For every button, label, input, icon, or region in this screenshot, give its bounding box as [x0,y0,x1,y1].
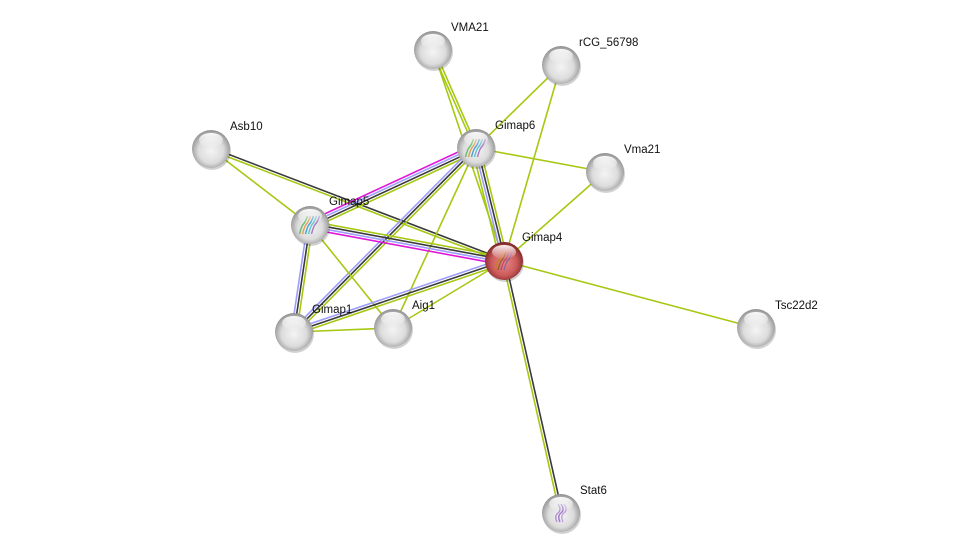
node-highlight [492,245,516,259]
node-Gimap4[interactable]: Gimap4 [485,232,563,282]
edge-line-textmining [475,64,562,149]
node-highlight [199,133,223,147]
edge-line-coexpression [293,260,505,333]
node-label: Gimap1 [312,304,352,316]
node-label: Tsc22d2 [775,300,818,312]
node-rCG_56798[interactable]: rCG_56798 [542,37,638,86]
node-highlight [421,34,445,48]
node-highlight [593,156,617,170]
node-label: VMA21 [451,22,489,34]
edge-line-experiments [308,143,475,223]
node-label: Gimap5 [329,196,369,208]
node-highlight [744,312,768,326]
edge-line-coexpression [310,148,477,227]
node-highlight [282,316,306,330]
edge-Vma21-Gimap6[interactable] [475,147,606,173]
node-Vma21[interactable]: Vma21 [586,144,660,193]
node-Aig1[interactable]: Aig1 [374,300,435,349]
node-Gimap6[interactable]: Gimap6 [457,120,535,169]
edge-Gimap4-Aig1[interactable] [392,260,505,329]
edge-line-textmining [392,147,477,329]
node-label: Aig1 [412,300,435,312]
node-Tsc22d2[interactable]: Tsc22d2 [737,300,818,349]
edge-Asb10-Gimap5[interactable] [210,148,311,226]
node-Stat6[interactable]: Stat6 [542,485,607,534]
edge-line-textmining [309,224,394,329]
edge-line-textmining [311,150,478,230]
node-Gimap1[interactable]: Gimap1 [275,304,352,353]
edge-line-textmining [295,149,479,335]
edge-line-textmining [210,148,311,226]
edge-line-coexpression [476,147,507,261]
edge-line-textmining [310,220,505,258]
edge-line-homology [309,146,476,225]
node-label: Gimap4 [522,232,563,244]
edge-Gimap6-Gimap5[interactable] [308,143,478,230]
node-VMA21[interactable]: VMA21 [414,22,489,71]
edge-Gimap5-Gimap4[interactable] [309,220,505,266]
edge-line-textmining [392,260,505,329]
edge-line-coexpression [504,260,564,513]
edge-line-experiments [309,228,504,266]
edges-layer [210,49,757,514]
edge-line-textmining [294,262,506,336]
edge-Gimap6-Aig1[interactable] [392,147,477,329]
edge-Gimap4-Tsc22d2[interactable] [503,260,757,329]
node-highlight [298,209,322,223]
edge-line-textmining [471,148,501,263]
edge-line-textmining [479,146,509,261]
edge-Gimap4-Gimap1[interactable] [292,257,506,336]
edge-Gimap4-Stat6[interactable] [501,260,564,514]
node-Asb10[interactable]: Asb10 [192,121,263,170]
node-label: Asb10 [230,121,263,133]
edge-Gimap6-Gimap4[interactable] [471,146,509,263]
edge-line-textmining [503,171,606,262]
node-highlight [549,49,573,63]
node-label: Stat6 [580,485,607,497]
edge-line-textmining [503,64,562,262]
edge-line-homology [291,145,475,331]
edge-line-coexpression [310,222,505,261]
edge-line-textmining [503,260,757,329]
node-Gimap5[interactable]: Gimap5 [291,196,369,246]
edge-line-homology [473,148,504,262]
edge-line-textmining [210,149,504,263]
edge-Gimap5-Aig1[interactable] [309,224,394,329]
edge-rCG_56798-Gimap6[interactable] [475,64,562,149]
edge-line-homology [309,225,504,264]
node-highlight [381,312,405,326]
node-highlight [549,497,573,511]
node-label: rCG_56798 [579,37,638,49]
edge-rCG_56798-Gimap4[interactable] [503,64,562,262]
node-label: Vma21 [624,144,660,156]
node-label: Gimap6 [495,120,535,132]
edge-line-homology [292,257,504,331]
edge-Vma21-Gimap4[interactable] [503,171,606,262]
edge-line-textmining [501,261,561,514]
node-highlight [464,132,488,146]
edge-line-textmining [475,147,606,173]
